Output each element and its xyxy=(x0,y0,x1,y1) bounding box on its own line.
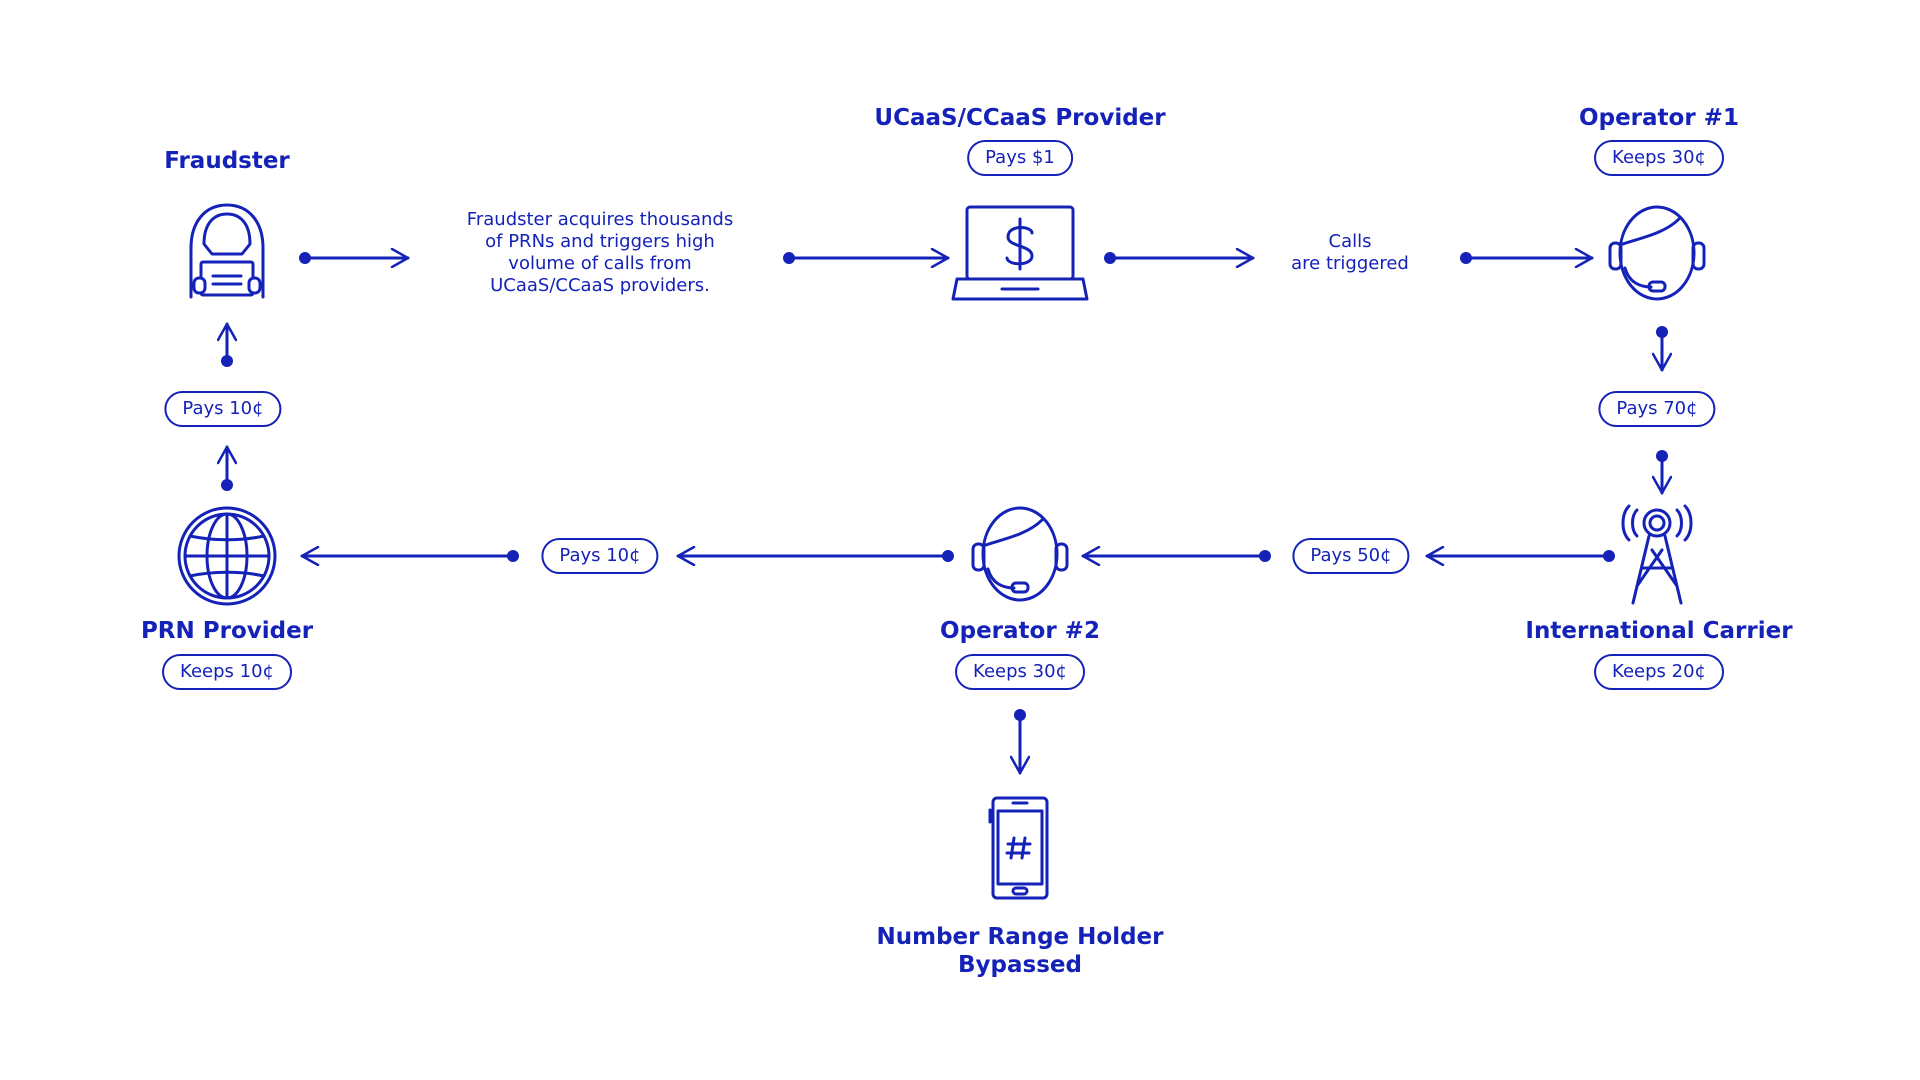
arrow-operator2-to-phone xyxy=(1014,709,1026,775)
headset-agent-icon xyxy=(971,506,1069,602)
operator2-badge: Keeps 30¢ xyxy=(955,654,1085,690)
laptop-dollar-icon xyxy=(951,205,1089,301)
arrow-carrier-to-pays50 xyxy=(1425,550,1615,562)
arrow-to-carrier-down xyxy=(1656,450,1668,495)
prn-provider-title: PRN Provider xyxy=(140,618,314,644)
pays-10-prn-badge: Pays 10¢ xyxy=(164,391,282,427)
note-line: volume of calls from xyxy=(508,253,692,274)
hooded-hacker-icon xyxy=(189,203,265,299)
arrow-note-to-ucaas xyxy=(783,252,950,264)
arrow-ucaas-to-calls xyxy=(1104,252,1255,264)
fraudster-title: Fraudster xyxy=(164,148,290,174)
arrow-pays10-to-prn xyxy=(300,550,519,562)
international-carrier-title: International Carrier xyxy=(1525,618,1793,644)
arrow-operator1-down xyxy=(1656,326,1668,372)
arrow-to-fraudster-up xyxy=(221,322,233,367)
operator1-badge: Keeps 30¢ xyxy=(1594,140,1724,176)
pays-50-badge: Pays 50¢ xyxy=(1292,538,1410,574)
number-range-holder-line2: Bypassed xyxy=(958,952,1082,978)
note-line: UCaaS/CCaaS providers. xyxy=(490,275,710,296)
arrow-pays50-to-operator2 xyxy=(1081,550,1271,562)
note-line: Calls xyxy=(1328,231,1372,252)
headset-agent-icon xyxy=(1608,205,1706,301)
fraudster-action-note: Fraudster acquires thousands of PRNs and… xyxy=(467,209,733,297)
note-line: are triggered xyxy=(1291,253,1409,274)
operator2-title: Operator #2 xyxy=(940,618,1100,644)
calls-triggered-note: Calls are triggered xyxy=(1291,231,1409,275)
smartphone-hash-icon xyxy=(988,796,1049,900)
note-line: Fraudster acquires thousands xyxy=(466,209,734,230)
ucaas-title: UCaaS/CCaaS Provider xyxy=(874,105,1166,131)
number-range-holder-line1: Number Range Holder xyxy=(876,924,1164,950)
number-range-holder-title: Number Range Holder Bypassed xyxy=(876,923,1163,979)
globe-icon xyxy=(177,506,277,606)
operator1-title: Operator #1 xyxy=(1579,105,1739,131)
arrow-operator2-to-pays10 xyxy=(676,550,954,562)
pays-10-operator2-badge: Pays 10¢ xyxy=(541,538,659,574)
international-carrier-badge: Keeps 20¢ xyxy=(1594,654,1724,690)
pays-70-badge: Pays 70¢ xyxy=(1598,391,1716,427)
cell-tower-icon xyxy=(1621,504,1693,605)
arrow-calls-to-operator1 xyxy=(1460,252,1594,264)
arrow-prn-up xyxy=(221,445,233,491)
arrow-fraudster-to-note xyxy=(299,252,410,264)
ucaas-badge: Pays $1 xyxy=(967,140,1073,176)
note-line: of PRNs and triggers high xyxy=(485,231,715,252)
prn-provider-badge: Keeps 10¢ xyxy=(162,654,292,690)
